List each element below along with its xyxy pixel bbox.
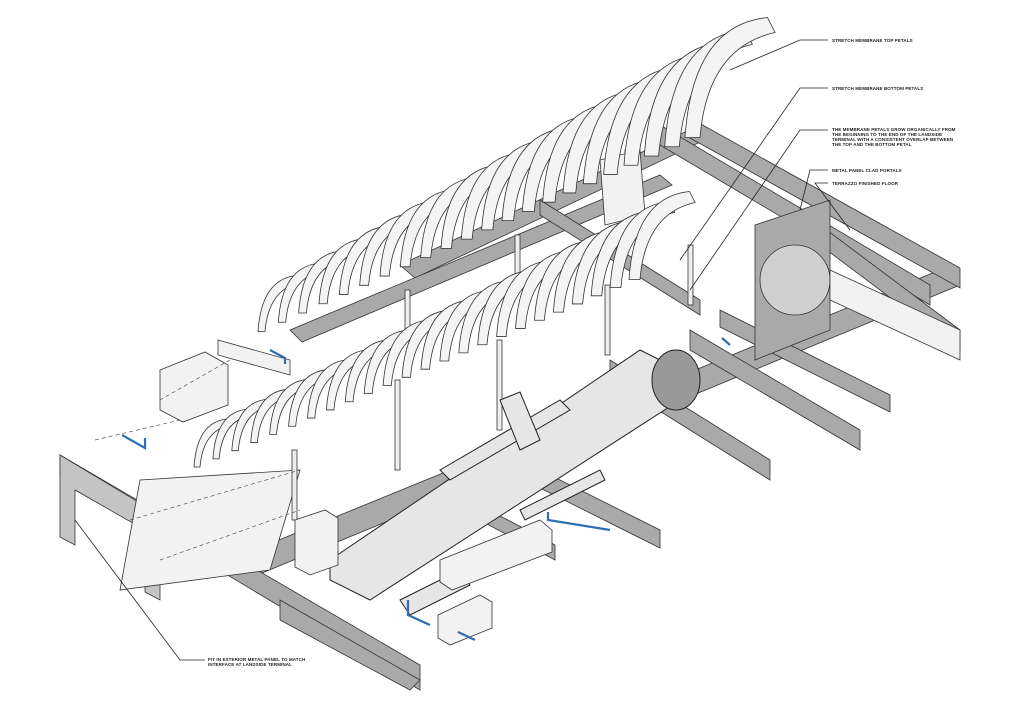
upper-beam: [289, 174, 673, 343]
leader-lines: [74, 39, 851, 661]
annotation-petal-growth: The membrane petals grow organically fro…: [832, 127, 956, 147]
annotation-floor: Terrazzo finished floor: [832, 181, 899, 186]
metal-panel-portal: [59, 454, 301, 601]
top-petals: [257, 17, 776, 332]
glazed-panel: [829, 269, 961, 361]
annotation-bottom-petals: Stretch membrane bottom petals: [832, 86, 924, 91]
equipment-boxes: [159, 149, 646, 646]
annotation-top-petals: Stretch membrane top petals: [832, 38, 913, 43]
floor-slab: [119, 469, 301, 591]
membrane-petal: [684, 17, 776, 138]
cross-beam: [689, 329, 861, 451]
membrane-petal: [628, 191, 696, 280]
ductwork: [329, 349, 701, 616]
annotation-exterior-panel: Fit in exterior metal panel to match int…: [208, 657, 306, 667]
end-portal: [754, 199, 961, 361]
pipes: [121, 337, 731, 641]
annotation-portals: Metal panel clad portals: [832, 168, 902, 173]
bottom-petals: [193, 191, 696, 468]
guide-lines: [94, 359, 301, 561]
lower-cross-beam: [279, 599, 421, 691]
